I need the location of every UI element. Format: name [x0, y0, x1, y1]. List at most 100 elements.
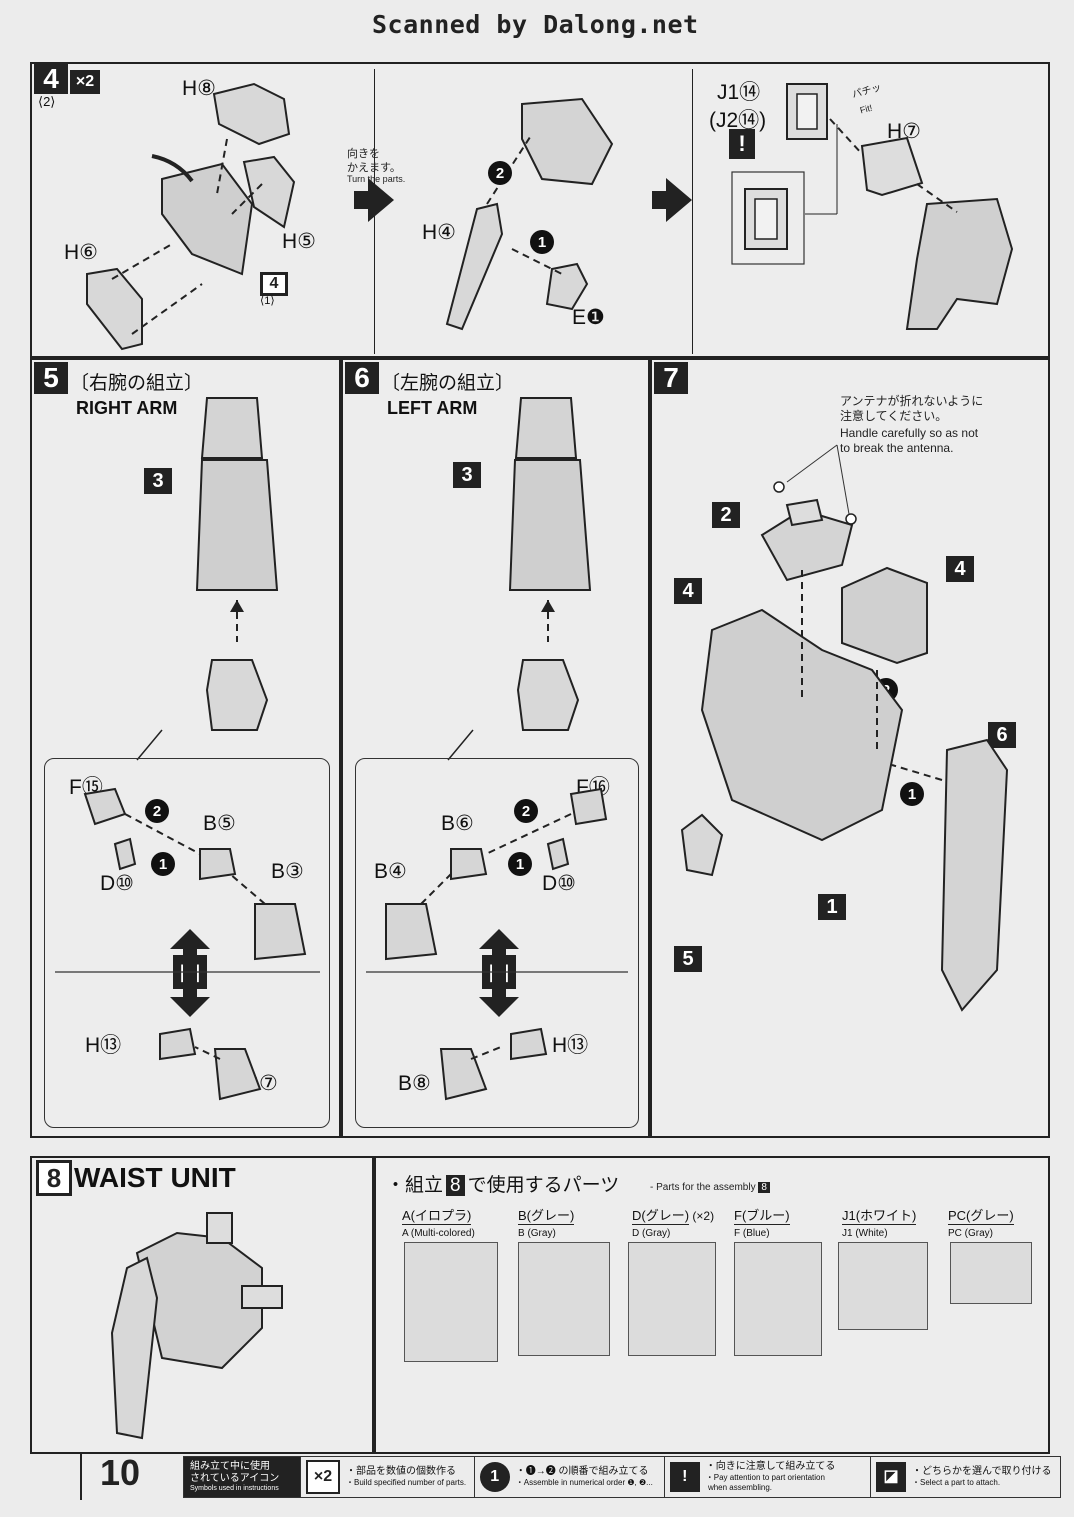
shoulder-assembly-sketch	[445, 97, 614, 331]
hand-option-box: F⑮ B⑤ D⑩ B③ 2 1 ◪ H⑬ B⑦	[44, 758, 330, 1128]
right-arm-sketch	[136, 397, 279, 761]
antenna-note-jp: アンテナが折れないように 注意してください。	[840, 394, 984, 423]
part-h5-label: H⑤	[282, 230, 316, 253]
runner-d-jp: D(グレー)	[632, 1208, 690, 1225]
ref-step3: 3	[453, 462, 481, 488]
legend-caution-jp: ・向きに注意して組み立てる	[705, 1461, 836, 1473]
step5-panel: 5 〔右腕の組立〕 RIGHT ARM 3 F⑮ B⑤ D⑩ B③ 2 1 ◪ …	[30, 358, 341, 1138]
parts-header-prefix: ・組立	[386, 1175, 444, 1196]
part-h6-label: H⑥	[64, 241, 98, 264]
runner-a-image	[404, 1242, 498, 1362]
divider	[692, 69, 693, 354]
part-j1-label: J1⑭	[717, 81, 761, 104]
legend-title: 組み立て中に使用 されているアイコン Symbols used in instr…	[184, 1457, 301, 1497]
order-icon: 1	[479, 1462, 510, 1492]
order-1-badge: 1	[508, 852, 532, 876]
step5-title-en: RIGHT ARM	[76, 398, 178, 418]
part-h8-label: H⑧	[182, 77, 216, 100]
part-h13-label: H⑬	[552, 1034, 589, 1057]
step5-title-jp: 〔右腕の組立〕	[70, 373, 204, 394]
runner-b-image	[518, 1242, 610, 1356]
legend-caution-en: ・Pay attention to part orientation when …	[705, 1473, 825, 1492]
runner-pc-jp: PC(グレー)	[948, 1208, 1014, 1225]
legend-order: 1 ・❶→❷ の順番で組み立てる・Assemble in numerical o…	[475, 1457, 665, 1497]
hand-option-box: F⑯ B⑥ B④ D⑩ 2 1 ◪ H⑬ B⑧	[355, 758, 639, 1128]
step6-title-jp: 〔左腕の組立〕	[381, 373, 515, 394]
ref-step4: 4	[674, 578, 702, 604]
divider	[374, 69, 375, 354]
part-b3-label: B③	[271, 860, 304, 883]
runner-j1-jp: J1(ホワイト)	[842, 1208, 917, 1225]
runner-a-jp: A(イロプラ)	[402, 1208, 472, 1225]
ref-step4-sub: ⟨1⟩	[260, 295, 275, 307]
torso-assembly-sketch	[680, 444, 1009, 1012]
next-arrow-body	[652, 191, 666, 209]
part-j2-label: (J2⑭)	[709, 109, 767, 132]
runner-d-en: D (Gray)	[632, 1227, 671, 1239]
parts-header-en-text: - Parts for the assembly	[650, 1182, 756, 1193]
part-h7-label: H⑦	[887, 120, 921, 143]
part-b4-label: B④	[374, 860, 407, 883]
step8-panel: 8 WAIST UNIT	[30, 1156, 374, 1454]
ref-step2: 2	[712, 502, 740, 528]
parts-header-en-step: 8	[758, 1182, 770, 1193]
legend-multiply: ×2 ・部品を数値の個数作る・Build specified number of…	[301, 1457, 475, 1497]
runner-b-jp: B(グレー)	[518, 1208, 575, 1225]
step6-panel: 6 〔左腕の組立〕 LEFT ARM 3 F⑯ B⑥ B④ D⑩ 2 1 ◪ H…	[341, 358, 650, 1138]
order-1-badge: 1	[530, 230, 554, 254]
legend-multiply-jp: ・部品を数値の個数作る	[346, 1466, 456, 1478]
step6-number: 6	[345, 362, 379, 394]
parts-header-step: 8	[446, 1175, 465, 1196]
ref-step3: 3	[144, 468, 172, 494]
step7-number: 7	[654, 362, 688, 394]
turn-note-en: Turn the parts.	[347, 174, 406, 184]
runner-f-jp: F(ブルー)	[734, 1208, 790, 1225]
runner-f-en: F (Blue)	[734, 1227, 770, 1239]
part-e1-label: E❶	[572, 306, 605, 329]
runner-b-label: B(グレー) B (Gray)	[518, 1208, 575, 1240]
ref-step4: 4	[260, 272, 288, 296]
part-b5-label: B⑤	[203, 812, 236, 835]
part-b8-label: B⑧	[398, 1072, 431, 1095]
caution-icon: !	[669, 1462, 700, 1492]
hand-parts-sketch	[55, 787, 320, 1101]
step7-panel: 7 アンテナが折れないように 注意してください。 Handle carefull…	[650, 358, 1050, 1138]
order-2-badge: 2	[488, 161, 512, 185]
waist-unit-sketch	[110, 1212, 283, 1440]
step5-number: 5	[34, 362, 68, 394]
runner-pc-label: PC(グレー)PC (Gray)	[948, 1208, 1014, 1240]
shoulder-armor-sketch	[86, 82, 296, 351]
runner-j1-en: J1 (White)	[842, 1227, 888, 1239]
part-h13-label: H⑬	[85, 1034, 122, 1057]
order-2-badge: 2	[145, 799, 169, 823]
step4-sub-label: ⟨2⟩	[38, 94, 56, 109]
icon-legend-footer: 組み立て中に使用 されているアイコン Symbols used in instr…	[183, 1456, 1061, 1498]
legend-select: ◪ ・どちらかを選んで取り付ける・Select a part to attach…	[871, 1457, 1060, 1497]
legend-title-jp: 組み立て中に使用 されているアイコン	[190, 1460, 280, 1484]
legend-select-jp: ・どちらかを選んで取り付ける	[912, 1466, 1052, 1478]
page-number: 10	[80, 1452, 158, 1500]
left-arm-sketch	[447, 397, 592, 761]
legend-order-en: ・Assemble in numerical order ❶, ❷...	[515, 1478, 653, 1488]
turn-arrow-head	[368, 178, 394, 222]
runner-b-en: B (Gray)	[518, 1227, 556, 1239]
turn-note-jp: 向きを かえます。	[347, 148, 401, 174]
runner-d-mult: (×2)	[692, 1209, 715, 1223]
legend-multiply-en: ・Build specified number of parts.	[346, 1478, 467, 1488]
select-part-icon: ◪	[876, 1462, 906, 1492]
runner-f-image	[734, 1242, 822, 1356]
runner-a-en: A (Multi-colored)	[402, 1227, 475, 1239]
runner-j1-label: J1(ホワイト) J1 (White)	[842, 1208, 917, 1240]
runner-j1-image	[838, 1242, 928, 1330]
hand-parts-sketch	[366, 787, 628, 1101]
runner-a-label: A(イロプラ) A (Multi-colored)	[402, 1208, 475, 1240]
order-1-badge: 1	[151, 852, 175, 876]
step4-multiplier-icon: ×2	[70, 70, 100, 94]
ref-step5: 5	[674, 946, 702, 972]
parts-header-en: - Parts for the assembly 8	[650, 1182, 770, 1195]
order-2-badge: 2	[514, 799, 538, 823]
ref-step1: 1	[818, 894, 846, 920]
next-arrow-head	[666, 178, 692, 222]
